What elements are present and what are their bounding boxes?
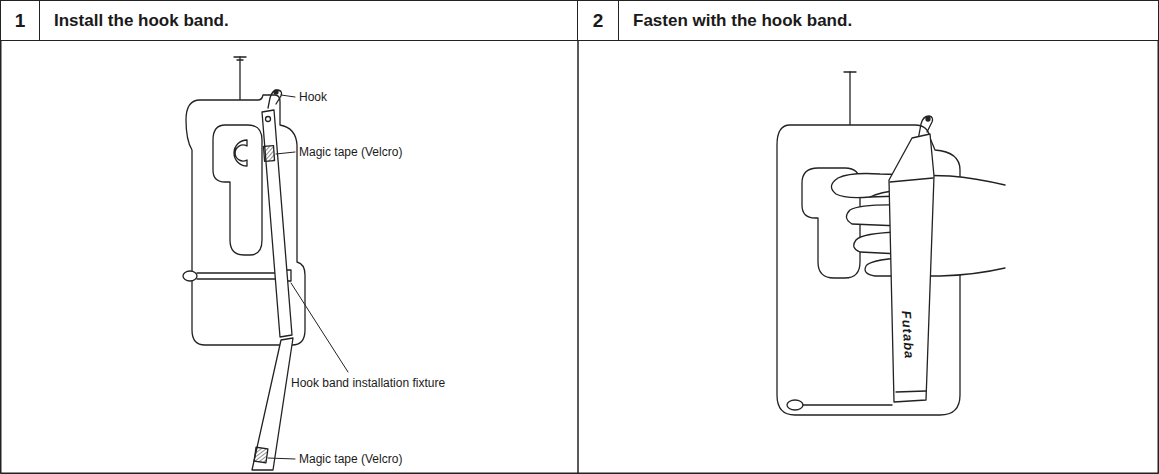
panel-divider — [577, 0, 579, 474]
step-title-text: Install the hook band. — [54, 11, 229, 31]
hook-band-2 — [889, 116, 934, 402]
step-number-text: 2 — [593, 10, 604, 32]
velcro-label: Magic tape (Velcro) — [298, 452, 403, 466]
velcro-label: Magic tape (Velcro) — [298, 145, 403, 159]
transmitter-1 — [183, 57, 305, 345]
brand-name: Futaba — [898, 310, 915, 359]
step-title-text: Fasten with the hook band. — [633, 11, 852, 31]
hook-band-1 — [252, 90, 293, 470]
step-number: 1 — [0, 0, 40, 41]
step-title: Fasten with the hook band. — [618, 0, 1159, 41]
hook-label: Hook — [298, 90, 328, 104]
step-number-text: 1 — [15, 10, 26, 32]
step-title: Install the hook band. — [39, 0, 579, 41]
fixture-label: Hook band installation fixture — [290, 376, 446, 390]
step-number: 2 — [577, 0, 619, 41]
